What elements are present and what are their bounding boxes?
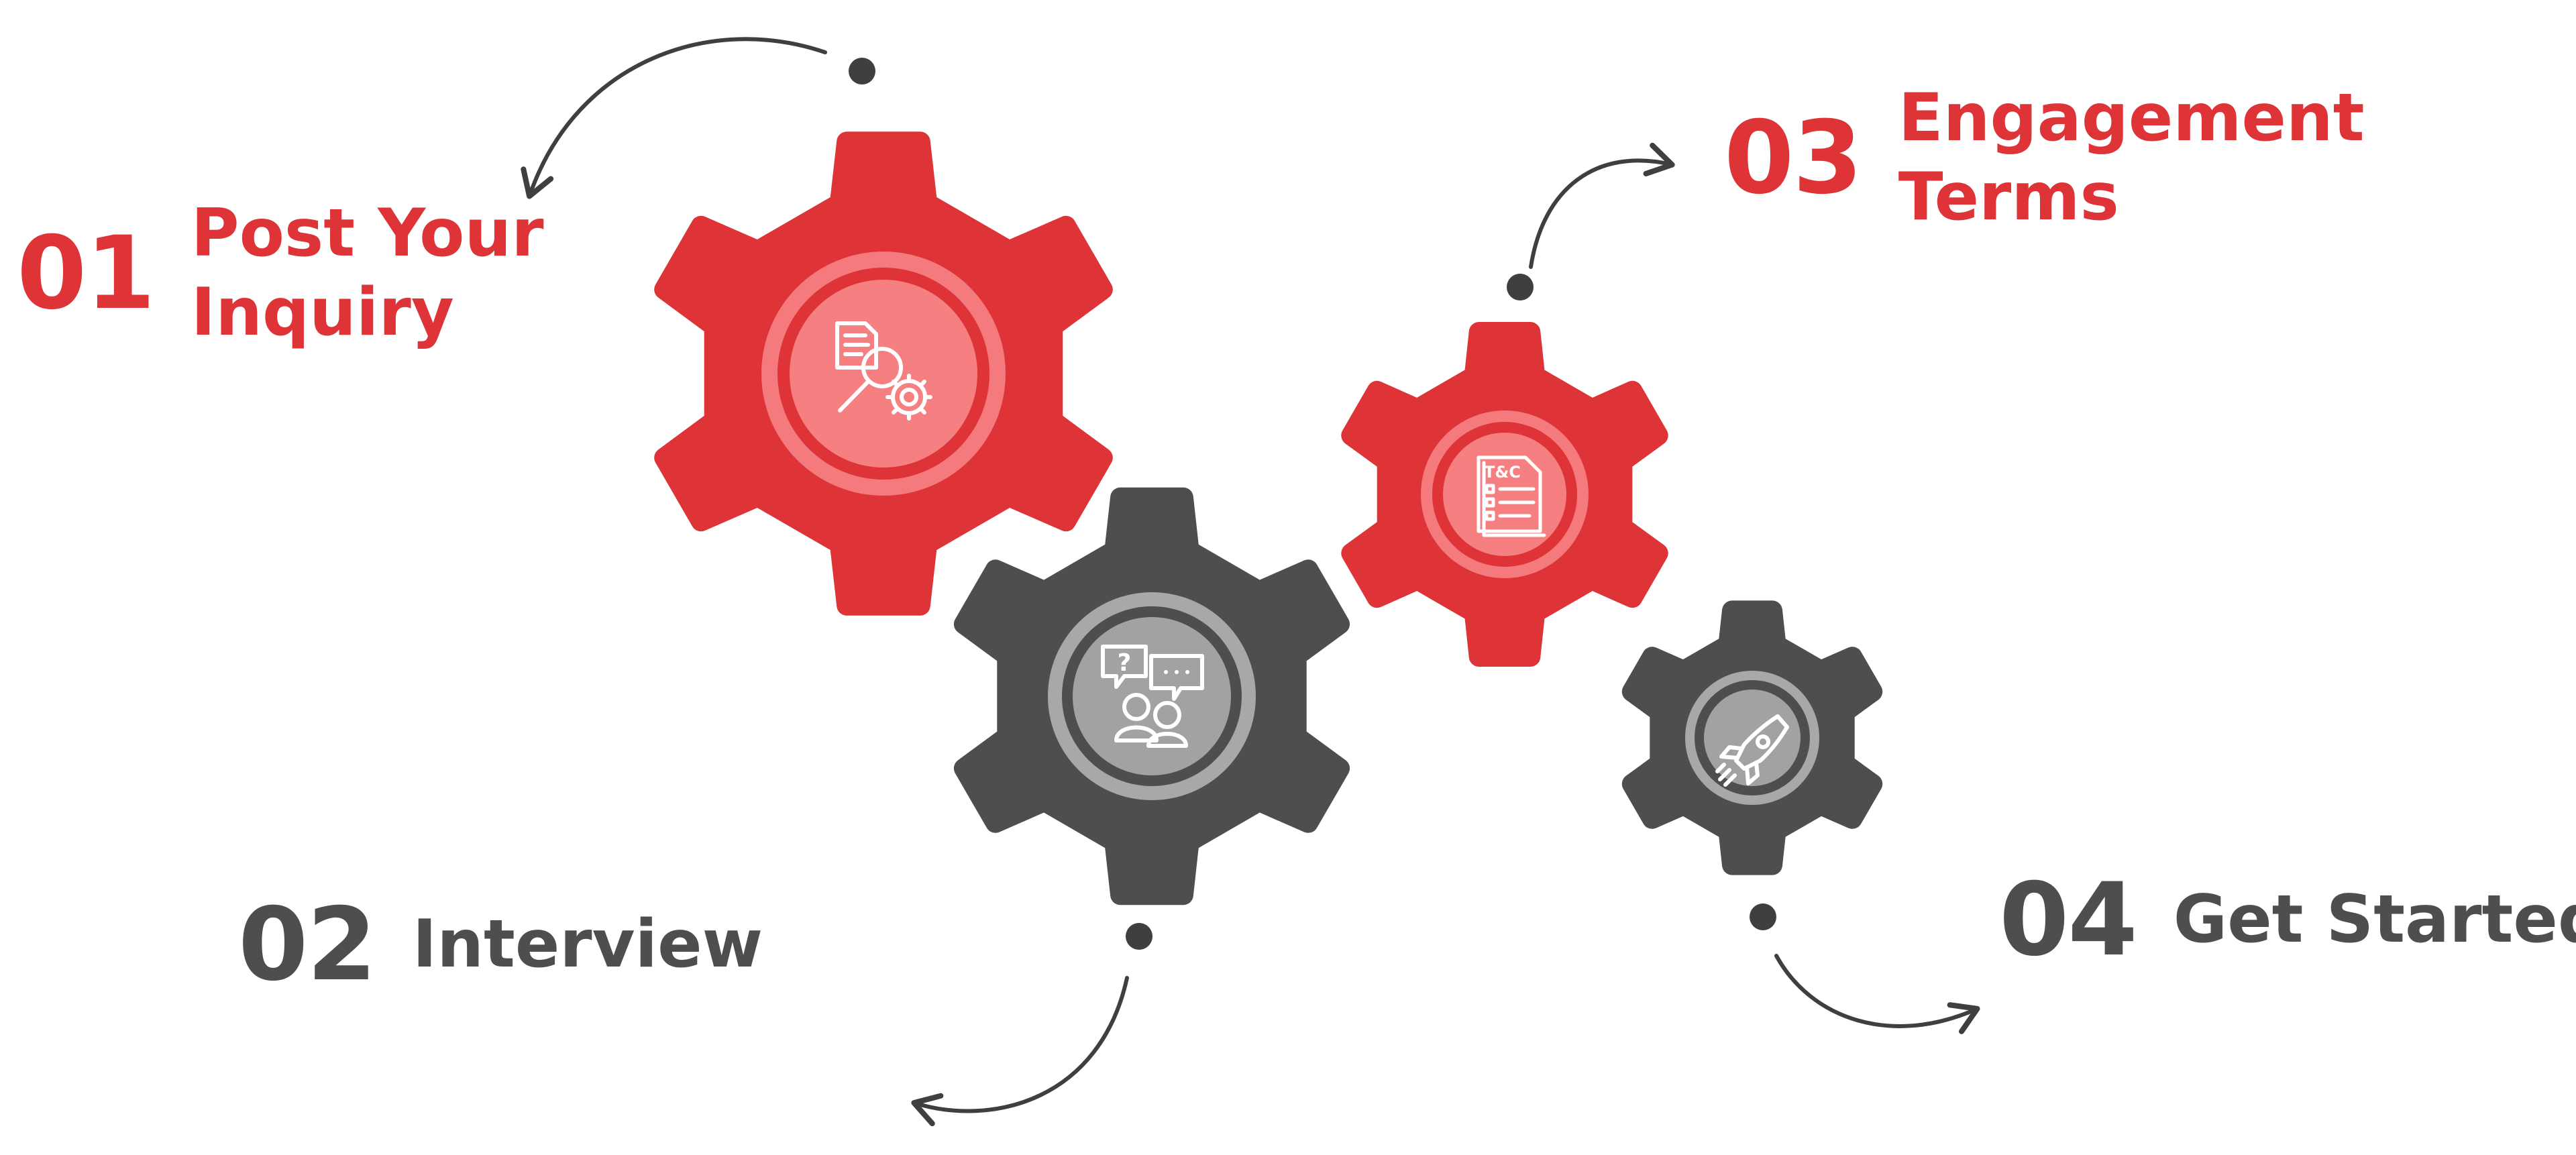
gear-step-1	[654, 131, 1113, 616]
step-4-title-line-1: Get Started	[2173, 881, 2576, 958]
arrow-to-step-1	[521, 37, 827, 199]
gear-1-center	[790, 280, 977, 468]
step-2-title: Interview	[413, 905, 763, 985]
step-4-title: Get Started	[2174, 881, 2576, 960]
dot-step-4	[1750, 903, 1776, 930]
step-3-number: 03	[1724, 99, 1863, 217]
rocket-icon	[1715, 714, 1789, 787]
dot-step-1	[849, 58, 875, 85]
step-3-label: 03 Engagement Terms	[1724, 79, 2365, 237]
gear-step-3	[1341, 322, 1668, 667]
connector-dots	[849, 58, 1776, 950]
gear-2-center	[1073, 617, 1231, 775]
dot-step-2	[1126, 923, 1152, 950]
svg-text:T&C: T&C	[1484, 463, 1521, 482]
step-2-number: 02	[238, 887, 377, 1003]
gear-step-2	[953, 487, 1350, 905]
step-4-label: 04 Get Started	[1999, 862, 2576, 979]
step-2-label: 02 Interview	[238, 887, 763, 1003]
step-1-title: Post Your Inquiry	[191, 195, 544, 352]
terms-and-conditions-icon: T&C	[1477, 455, 1546, 537]
step-1-title-line-2: Inquiry	[191, 274, 454, 351]
step-3-title-line-1: Engagement	[1898, 80, 2365, 156]
dot-step-3	[1507, 274, 1534, 300]
step-2-title-line-1: Interview	[412, 906, 763, 983]
arrow-to-step-3	[1529, 142, 1675, 269]
step-3-title: Engagement Terms	[1898, 79, 2365, 237]
step-1-number: 01	[17, 215, 156, 332]
arrow-to-step-4	[1774, 954, 1980, 1034]
document-search-gear-icon	[835, 321, 932, 421]
conversation-people-icon: ?	[1101, 645, 1204, 748]
connector-arrows	[521, 37, 1980, 1127]
step-1-title-line-1: Post Your	[191, 195, 544, 272]
step-1-label: 01 Post Your Inquiry	[17, 195, 544, 352]
gear-3-center	[1443, 433, 1566, 556]
step-4-number: 04	[1999, 862, 2138, 979]
svg-text:?: ?	[1118, 649, 1132, 677]
arrow-to-step-2	[911, 976, 1129, 1127]
step-3-title-line-2: Terms	[1898, 158, 2119, 235]
